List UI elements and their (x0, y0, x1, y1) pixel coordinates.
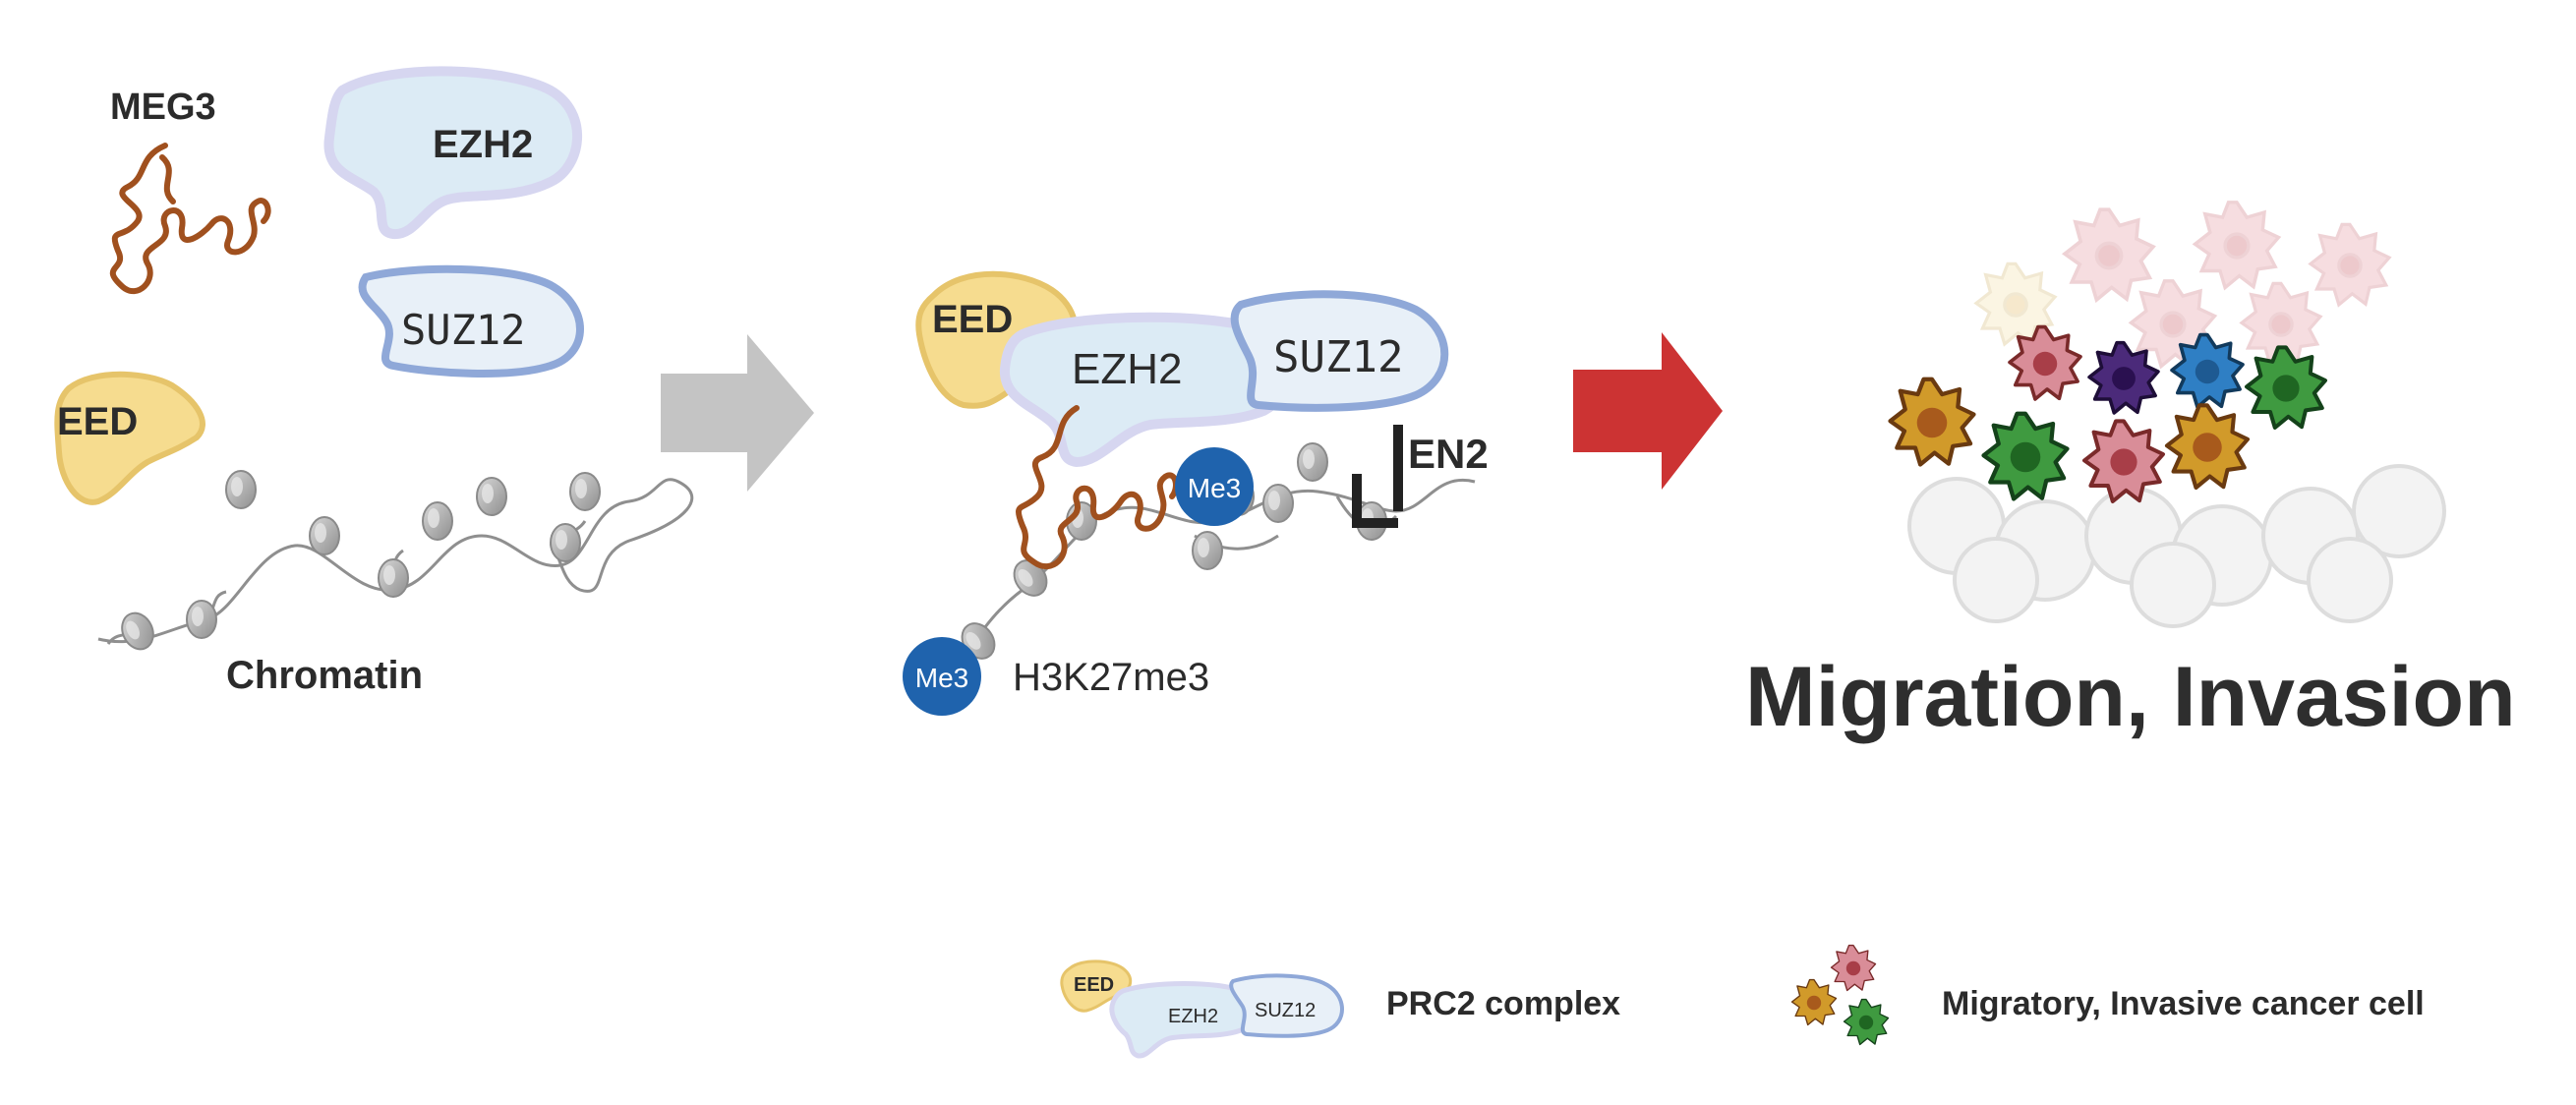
legend-prc2-icon: EED EZH2 SUZ12 (1060, 960, 1344, 1059)
chromatin-fiber (97, 470, 694, 656)
en2-gene-mark (1352, 425, 1403, 528)
me3-marker (903, 637, 981, 716)
me3-label-bound: Me3 (1188, 473, 1241, 503)
suz12-protein-complex (1230, 290, 1449, 412)
me3-label: Me3 (915, 663, 968, 693)
eed-protein (54, 371, 205, 505)
migratory-cancer-cells (1891, 324, 2326, 501)
legend-prc2-label: PRC2 complex (1386, 985, 1620, 1022)
en2-label: EN2 (1408, 431, 1489, 477)
meg3-rna-bound (1016, 405, 1179, 570)
suz12-label: SUZ12 (401, 306, 525, 354)
red-arrow (1573, 332, 1723, 490)
normal-cells (1907, 464, 2446, 628)
legend: EED EZH2 SUZ12 PRC2 complex Migratory, I… (1060, 944, 2425, 1059)
faded-cancer-cells (1974, 201, 2391, 369)
h3k27me3-label: H3K27me3 (1013, 656, 1209, 699)
ezh2-label: EZH2 (433, 123, 533, 166)
ezh2-protein (323, 66, 582, 240)
me3-marker-bound (1175, 447, 1254, 526)
gray-arrow (661, 334, 814, 492)
legend-ezh2-label: EZH2 (1168, 1006, 1218, 1027)
legend-cancer-cell-icon (1790, 944, 1890, 1046)
eed-label-complex: EED (932, 298, 1013, 341)
right-panel: Migration, Invasion (1745, 201, 2516, 744)
ezh2-label-complex: EZH2 (1072, 345, 1182, 393)
middle-panel: EED EZH2 SUZ12 Me3 EN2 Me3 H3K27me3 (903, 270, 1489, 716)
suz12-protein (358, 264, 584, 378)
suz12-label-complex: SUZ12 (1273, 332, 1403, 382)
meg3-label: MEG3 (110, 87, 216, 128)
meg3-rna (109, 143, 271, 295)
eed-label: EED (57, 400, 138, 443)
legend-suz12-label: SUZ12 (1255, 1000, 1316, 1021)
left-panel: MEG3 EZH2 SUZ12 EED Chromatin (54, 66, 694, 697)
migration-invasion-title: Migration, Invasion (1745, 650, 2516, 744)
chromatin-label: Chromatin (226, 654, 423, 697)
legend-cancer-cell-label: Migratory, Invasive cancer cell (1942, 985, 2425, 1022)
legend-eed-label: EED (1074, 974, 1114, 996)
